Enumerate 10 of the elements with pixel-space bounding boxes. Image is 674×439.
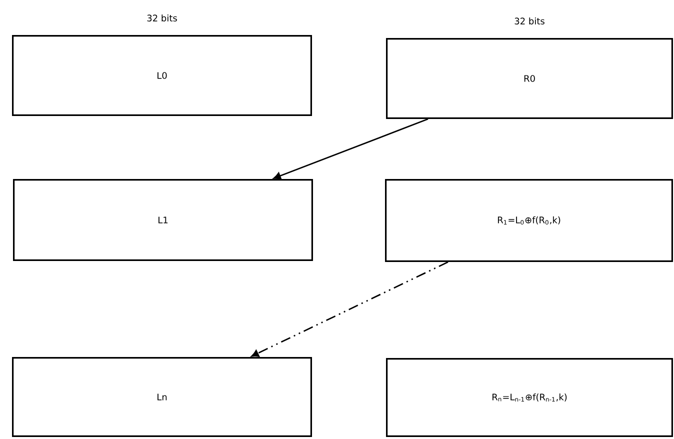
block-box: Ln	[12, 357, 312, 437]
block-box: L0	[12, 35, 312, 116]
block-box: R$_{n}$=L$_{n-1}$⊕f(R$_{n-1}$,k)	[386, 358, 673, 437]
arrow	[273, 118, 428, 180]
width-heading: 32 bits	[147, 14, 177, 22]
block-box: R$_{1}$=L$_{0}$⊕f(R$_{0}$,k)	[385, 179, 673, 262]
width-heading: 32 bits	[514, 18, 544, 24]
block-box: R0	[386, 38, 673, 119]
block-box: L1	[13, 179, 313, 261]
arrow	[251, 261, 448, 357]
